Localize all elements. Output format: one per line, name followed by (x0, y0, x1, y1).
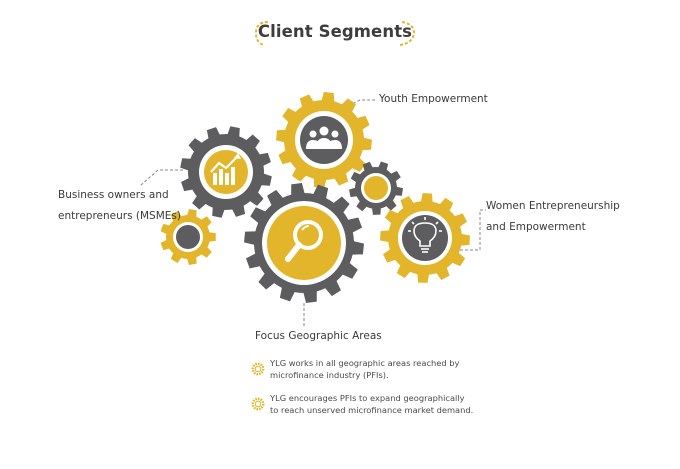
bullet-gear-icon (251, 362, 265, 376)
bullet-item: YLG encourages PFIs to expand geographic… (270, 392, 473, 416)
label-youth-empowerment: Youth Empowerment (379, 93, 488, 105)
label-business-owners: Business owners and entrepreneurs (MSMEs… (58, 185, 181, 227)
gear-small-left-center (176, 225, 200, 249)
gear-small-right-center (364, 176, 388, 200)
growth-chart-icon (210, 153, 241, 185)
magnifier-icon (285, 220, 323, 262)
people-group-icon (306, 126, 342, 149)
title-bracket-left (254, 21, 269, 46)
label-women-entrepreneurship: Women Entrepreneurship and Empowerment (486, 196, 620, 238)
bullet-line: to reach unserved microfinance market de… (270, 405, 474, 415)
label-business-line1: Business owners and (58, 189, 169, 201)
bullet-line: microfinance industry (PFIs). (270, 370, 389, 380)
label-business-line2: entrepreneurs (MSMEs) (58, 210, 181, 222)
connector-business (139, 169, 183, 187)
gear-business-center (204, 150, 248, 194)
label-focus-geographic-areas: Focus Geographic Areas (255, 330, 382, 342)
connector-women (460, 209, 486, 251)
label-women-line1: Women Entrepreneurship (486, 200, 620, 212)
lightbulb-icon (408, 217, 442, 253)
bullet-line: YLG encourages PFIs to expand geographic… (270, 393, 465, 403)
bullet-gear-icon (251, 397, 265, 411)
label-women-line2: and Empowerment (486, 221, 586, 233)
page-title: Client Segments (257, 22, 413, 41)
title-bracket-right (399, 21, 416, 46)
bullet-line: YLG works in all geographic areas reache… (270, 358, 460, 368)
bullet-item: YLG works in all geographic areas reache… (270, 357, 459, 381)
gear-women-center (402, 215, 448, 261)
